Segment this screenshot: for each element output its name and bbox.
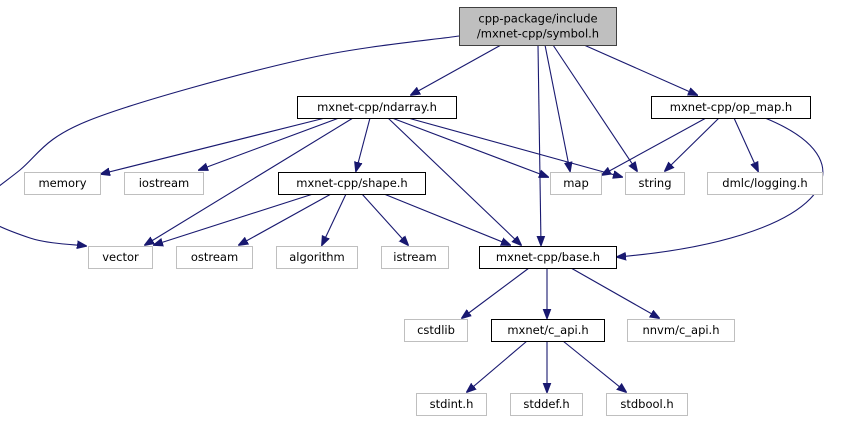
edge-shape-to-istream bbox=[361, 193, 408, 245]
node-box bbox=[651, 96, 811, 119]
node-box bbox=[627, 319, 735, 342]
edge-ndarray-to-string bbox=[407, 117, 622, 177]
edge-op_map-to-base bbox=[617, 117, 824, 257]
node-c_api[interactable]: mxnet/c_api.h bbox=[491, 319, 605, 342]
nodes-layer: cpp-package/include/mxnet-cpp/symbol.h mx… bbox=[24, 7, 823, 416]
node-label: mxnet-cpp/ndarray.h bbox=[317, 100, 437, 114]
node-box bbox=[510, 393, 583, 416]
node-base[interactable]: mxnet-cpp/base.h bbox=[479, 246, 617, 269]
edge-symbol-to-vector bbox=[0, 35, 460, 246]
edge-symbol-to-string bbox=[552, 44, 637, 171]
edge-ndarray-to-map bbox=[391, 117, 548, 177]
node-label: mxnet-cpp/base.h bbox=[496, 250, 600, 264]
edge-op_map-to-logging bbox=[733, 117, 758, 171]
edge-ndarray-to-base bbox=[387, 117, 521, 245]
edges-layer bbox=[0, 35, 824, 392]
node-label: ostream bbox=[191, 250, 238, 264]
node-memory: memory bbox=[24, 172, 101, 195]
edge-base-to-nnvm_c_api bbox=[570, 267, 659, 318]
node-label: map bbox=[563, 176, 589, 190]
node-box bbox=[459, 7, 617, 46]
node-label: string bbox=[638, 176, 671, 190]
node-box bbox=[491, 319, 605, 342]
node-stdint: stdint.h bbox=[416, 393, 487, 416]
node-istream: istream bbox=[381, 246, 449, 269]
node-label: mxnet-cpp/shape.h bbox=[296, 176, 407, 190]
node-label: mxnet/c_api.h bbox=[507, 323, 588, 337]
node-label: /mxnet-cpp/symbol.h bbox=[477, 27, 599, 41]
edge-shape-to-algorithm bbox=[322, 193, 347, 245]
node-label: vector bbox=[102, 250, 139, 264]
node-label: memory bbox=[38, 176, 86, 190]
edge-symbol-to-ndarray bbox=[411, 44, 502, 95]
node-op_map[interactable]: mxnet-cpp/op_map.h bbox=[651, 96, 811, 119]
node-stddef: stddef.h bbox=[510, 393, 583, 416]
node-label: cpp-package/include bbox=[478, 12, 597, 26]
node-label: stdbool.h bbox=[620, 397, 673, 411]
node-cstdlib: cstdlib bbox=[404, 319, 468, 342]
node-label: iostream bbox=[139, 176, 190, 190]
node-label: mxnet-cpp/op_map.h bbox=[670, 100, 792, 114]
node-label: istream bbox=[393, 250, 437, 264]
edge-c_api-to-stdbool bbox=[562, 340, 626, 392]
node-box bbox=[381, 246, 449, 269]
node-box bbox=[276, 246, 358, 269]
edge-op_map-to-map bbox=[602, 117, 707, 175]
node-iostream: iostream bbox=[124, 172, 204, 195]
node-label: stdint.h bbox=[430, 397, 474, 411]
edge-ndarray-to-shape bbox=[356, 117, 371, 171]
node-vector: vector bbox=[88, 246, 153, 269]
edge-shape-to-base bbox=[383, 193, 510, 245]
node-box bbox=[88, 246, 153, 269]
node-ostream: ostream bbox=[176, 246, 253, 269]
node-algorithm: algorithm bbox=[276, 246, 358, 269]
node-label: cstdlib bbox=[417, 323, 455, 337]
node-nnvm_c_api: nnvm/c_api.h bbox=[627, 319, 735, 342]
node-label: algorithm bbox=[289, 250, 345, 264]
node-map: map bbox=[550, 172, 602, 195]
node-box bbox=[550, 172, 602, 195]
edge-ndarray-to-vector bbox=[145, 117, 354, 245]
edge-base-to-cstdlib bbox=[462, 267, 530, 318]
edge-op_map-to-string bbox=[665, 117, 720, 171]
edge-symbol-to-op_map bbox=[583, 44, 697, 95]
node-box bbox=[707, 172, 823, 195]
node-logging: dmlc/logging.h bbox=[707, 172, 823, 195]
node-stdbool: stdbool.h bbox=[606, 393, 688, 416]
node-string: string bbox=[625, 172, 685, 195]
edge-symbol-to-base bbox=[538, 44, 541, 245]
node-box bbox=[479, 246, 617, 269]
node-label: dmlc/logging.h bbox=[722, 176, 807, 190]
edge-symbol-to-map bbox=[544, 44, 570, 171]
node-box bbox=[416, 393, 487, 416]
node-label: nnvm/c_api.h bbox=[642, 323, 719, 337]
node-shape[interactable]: mxnet-cpp/shape.h bbox=[278, 172, 426, 195]
node-box bbox=[24, 172, 101, 195]
node-box bbox=[176, 246, 253, 269]
node-symbol[interactable]: cpp-package/include/mxnet-cpp/symbol.h bbox=[459, 7, 617, 46]
node-box bbox=[124, 172, 204, 195]
node-box bbox=[297, 96, 457, 119]
edge-shape-to-vector bbox=[154, 193, 314, 245]
node-box bbox=[606, 393, 688, 416]
node-ndarray[interactable]: mxnet-cpp/ndarray.h bbox=[297, 96, 457, 119]
node-label: stddef.h bbox=[523, 397, 569, 411]
node-box bbox=[625, 172, 685, 195]
edge-c_api-to-stdint bbox=[467, 340, 528, 392]
node-box bbox=[278, 172, 426, 195]
edge-ndarray-to-memory bbox=[101, 117, 326, 174]
node-box bbox=[404, 319, 468, 342]
edge-ndarray-to-iostream bbox=[199, 117, 340, 170]
edge-shape-to-ostream bbox=[239, 193, 332, 245]
